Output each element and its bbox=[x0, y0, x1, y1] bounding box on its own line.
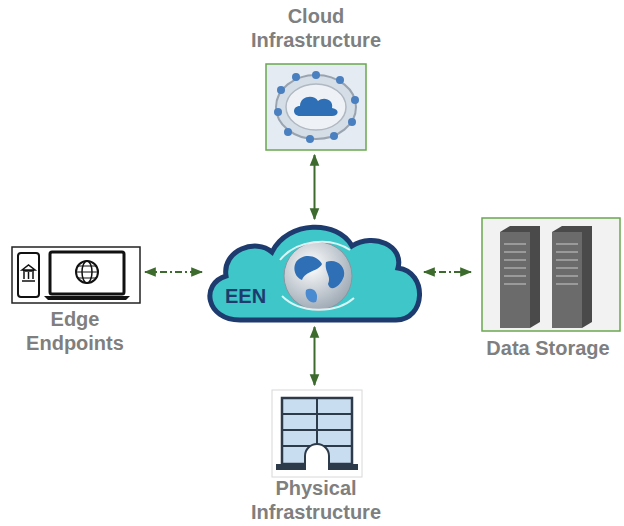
node-label: Edge Endpoints bbox=[8, 307, 142, 355]
connector-arrow bbox=[314, 155, 316, 219]
node-label: Cloud Infrastructure bbox=[236, 4, 396, 52]
building-icon bbox=[272, 390, 362, 477]
node-label: Physical Infrastructure bbox=[236, 476, 396, 524]
connector-arrow bbox=[424, 271, 471, 273]
physical-infrastructure-node: Physical Infrastructure bbox=[236, 388, 396, 522]
data-storage-node: Data Storage bbox=[474, 216, 622, 362]
edge-endpoints-node: Edge Endpoints bbox=[8, 245, 142, 359]
cloud-label: EEN bbox=[225, 284, 266, 308]
een-cloud-node: EEN bbox=[205, 222, 421, 324]
een-cloud-shape bbox=[210, 227, 420, 320]
connector-arrow bbox=[314, 327, 316, 385]
cloud-infrastructure-node: Cloud Infrastructure bbox=[236, 4, 396, 152]
cloud-network-icon bbox=[266, 64, 366, 150]
node-label: Data Storage bbox=[474, 336, 622, 360]
server-icon bbox=[482, 218, 620, 331]
connector-arrow bbox=[145, 271, 202, 273]
devices-icon bbox=[12, 247, 140, 303]
